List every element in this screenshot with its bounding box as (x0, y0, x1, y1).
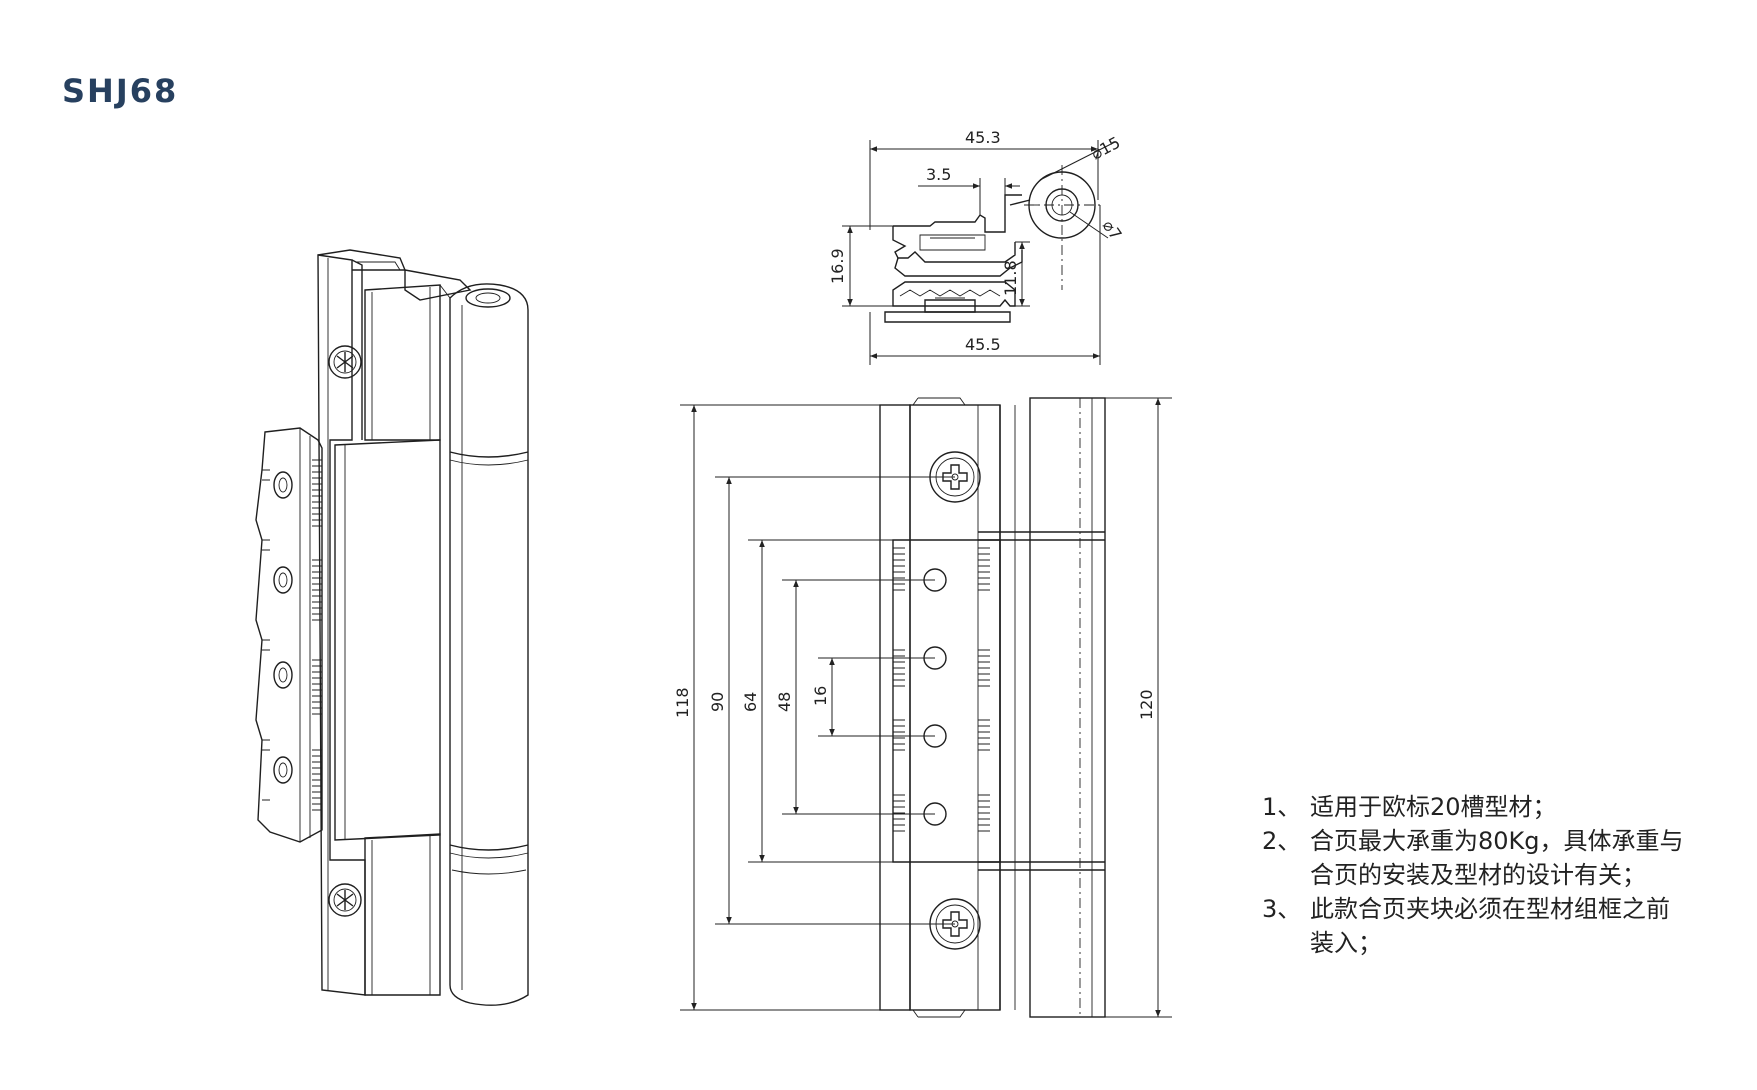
note-number: 3、 (1262, 895, 1302, 923)
note-text: 合页最大承重为80Kg，具体承重与合页的安装及型材的设计有关； (1310, 827, 1684, 889)
screw-icon (328, 345, 362, 379)
dim-height-right: 11.8 (1001, 260, 1020, 296)
bolt-icon (273, 471, 293, 499)
front-view-dimensions: 118 90 64 48 16 120 (673, 397, 1172, 1018)
dim-hole-spacing: 90 (708, 692, 727, 712)
bolt-icon (273, 661, 293, 689)
note-item: 3、 此款合页夹块必须在型材组框之前装入； (1262, 892, 1692, 960)
isometric-hinge (255, 249, 529, 1006)
dim-diameter-outer: ⌀15 (1088, 133, 1123, 164)
dim-overall-right: 120 (1137, 689, 1156, 720)
note-number: 1、 (1262, 793, 1302, 821)
dim-overall-left: 118 (673, 687, 692, 718)
bolt-icon (273, 566, 293, 594)
note-item: 1、 适用于欧标20槽型材； (1262, 790, 1692, 824)
notes-list: 1、 适用于欧标20槽型材； 2、 合页最大承重为80Kg，具体承重与合页的安装… (1262, 790, 1692, 960)
note-number: 2、 (1262, 827, 1302, 855)
dim-width-top: 45.3 (965, 128, 1001, 147)
dim-width-bottom: 45.5 (965, 335, 1001, 354)
front-view (879, 397, 1106, 1018)
note-text: 适用于欧标20槽型材； (1310, 793, 1557, 821)
screw-icon (328, 883, 362, 917)
dim-height-left: 16.9 (828, 248, 847, 284)
note-item: 2、 合页最大承重为80Kg，具体承重与合页的安装及型材的设计有关； (1262, 824, 1692, 892)
dim-clamp-length: 64 (741, 692, 760, 712)
dim-offset: 3.5 (926, 165, 951, 184)
dim-diameter-inner: ⌀7 (1099, 216, 1126, 243)
product-title: SHJ68 (62, 72, 179, 110)
note-text: 此款合页夹块必须在型材组框之前装入； (1310, 895, 1670, 957)
bolt-icon (273, 756, 293, 784)
top-view-section (884, 165, 1100, 323)
dim-bolt-outer: 48 (775, 692, 794, 712)
dim-bolt-inner: 16 (811, 686, 830, 706)
top-view-dimensions: 45.3 3.5 ⌀15 ⌀7 16.9 11.8 (828, 128, 1126, 365)
